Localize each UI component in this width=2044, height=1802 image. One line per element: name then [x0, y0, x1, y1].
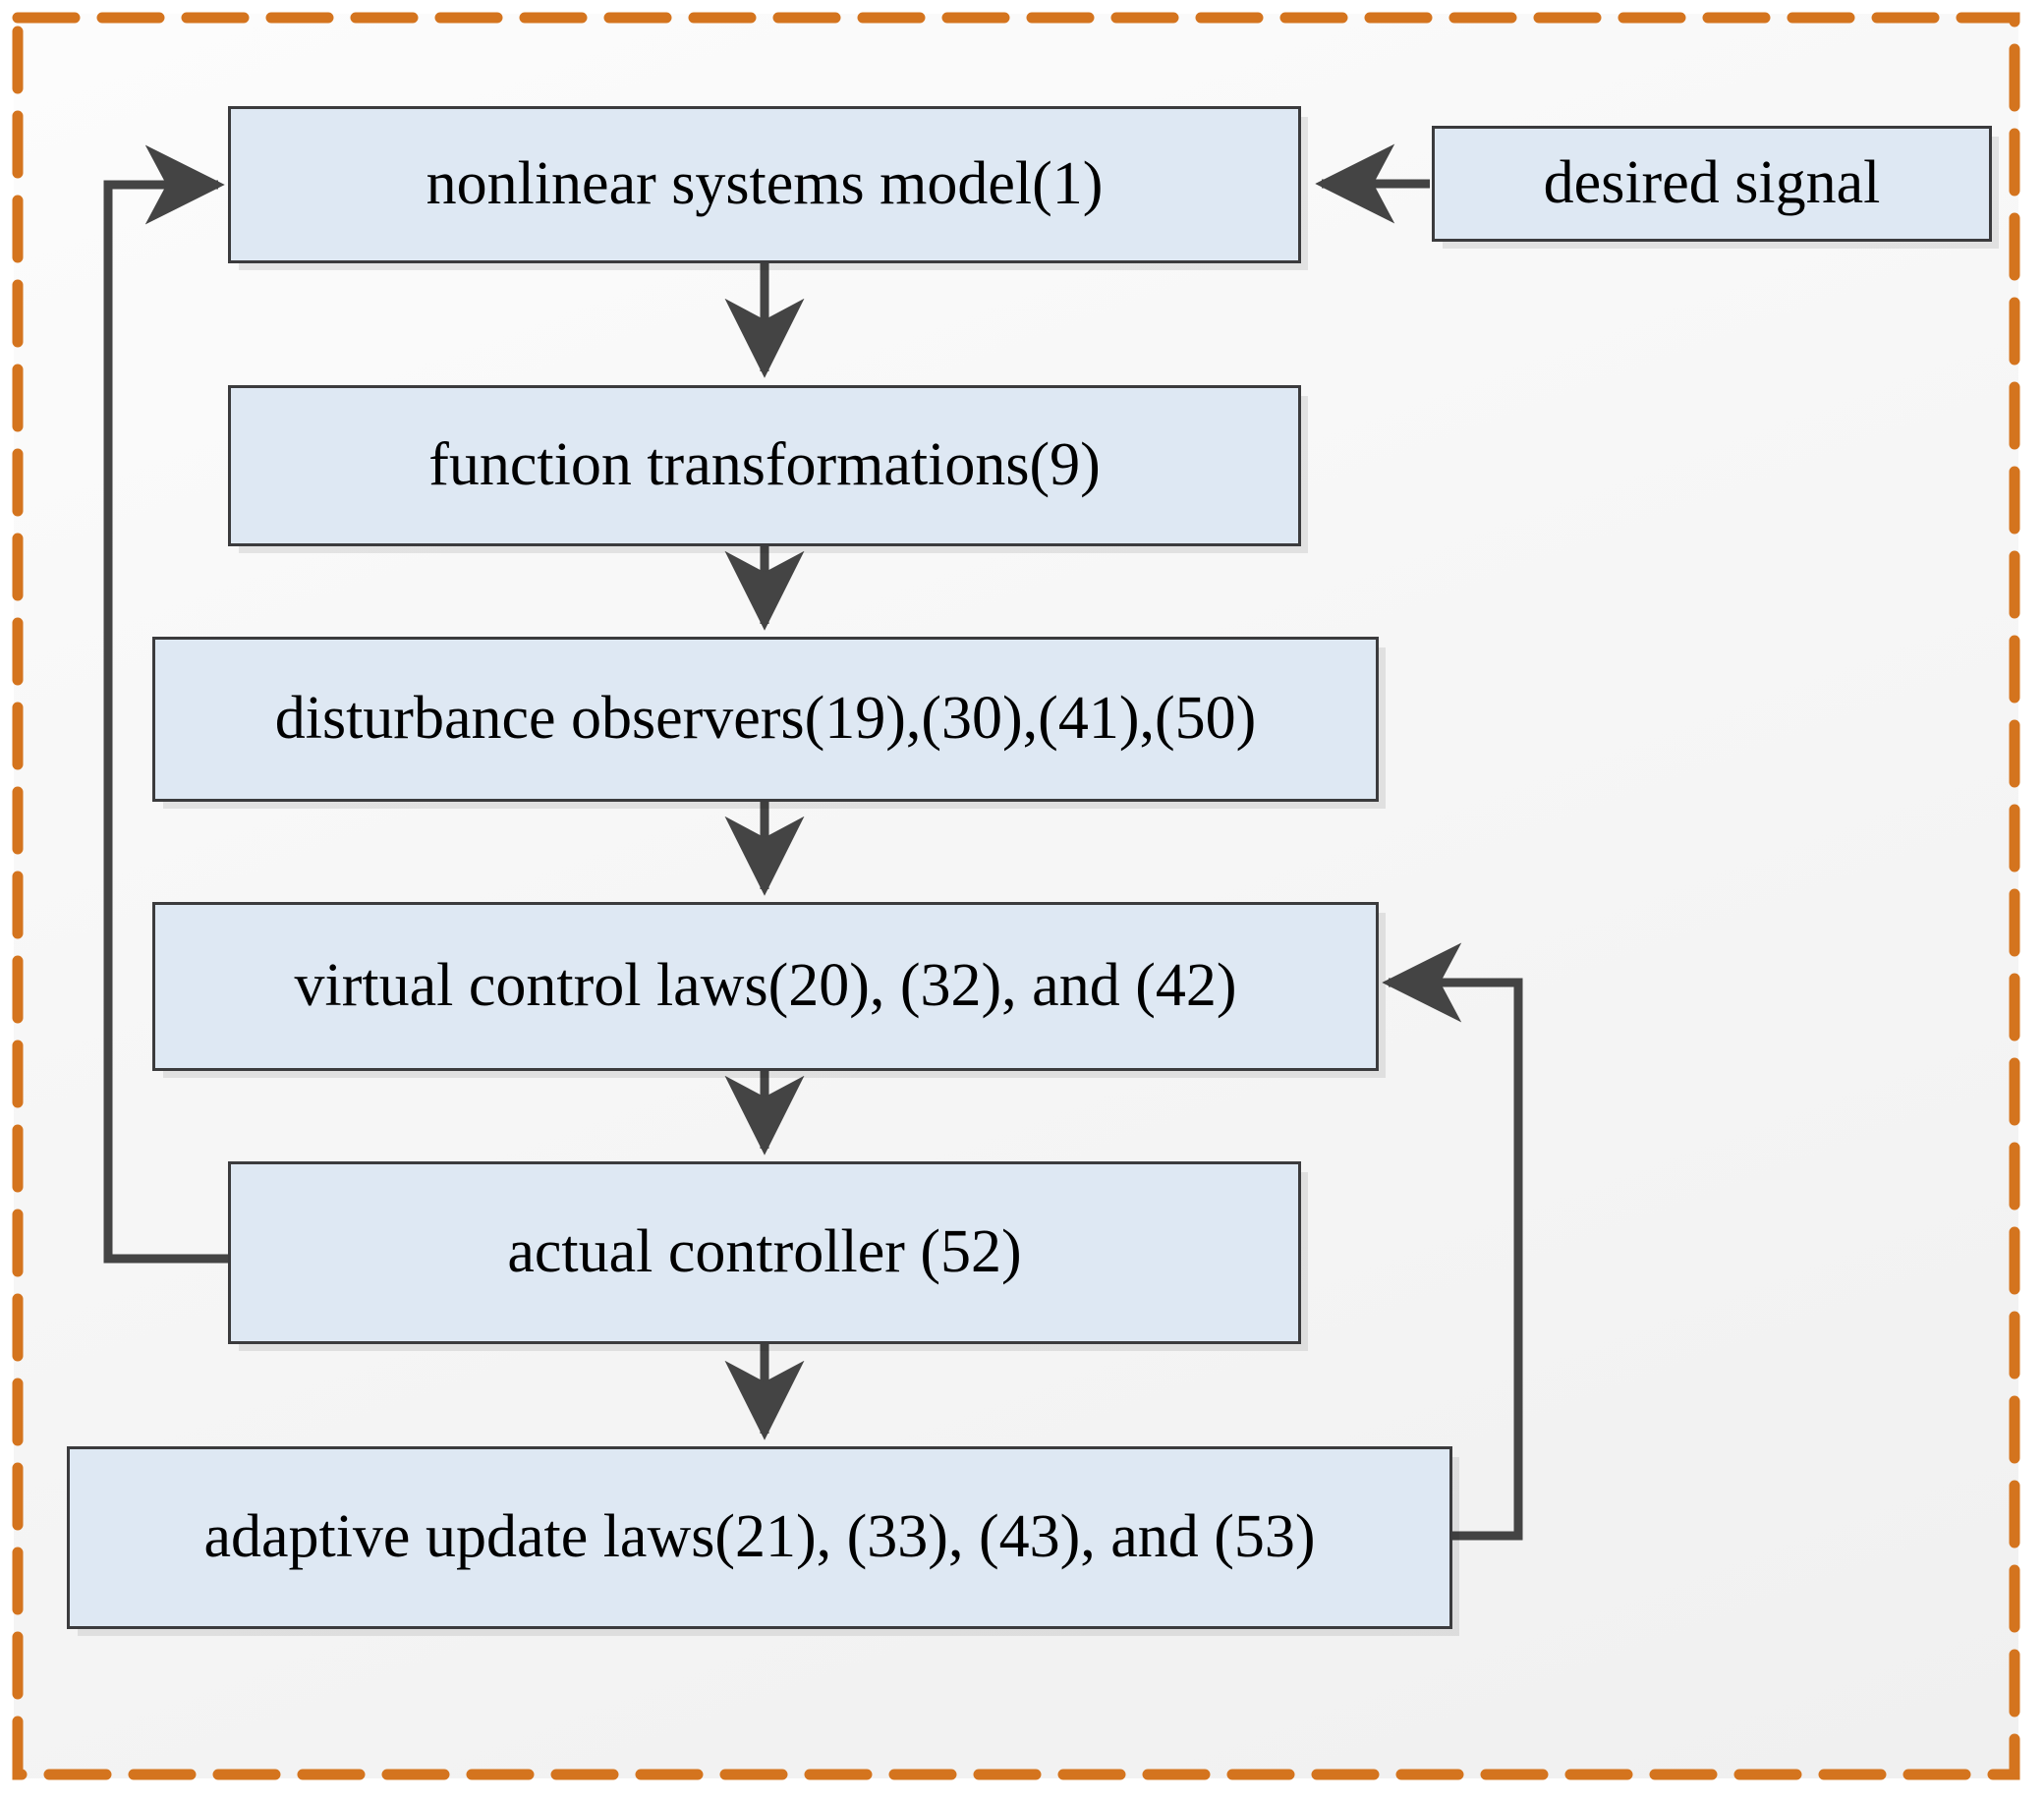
node-label-virtual-control-laws: virtual control laws(20), (32), and (42) [294, 952, 1237, 1020]
node-adaptive-update-laws[interactable]: adaptive update laws(21), (33), (43), an… [67, 1446, 1452, 1629]
node-label-adaptive-update-laws: adaptive update laws(21), (33), (43), an… [203, 1503, 1316, 1571]
node-nonlinear-systems-model[interactable]: nonlinear systems model(1) [228, 106, 1301, 263]
node-function-transformations[interactable]: function transformations(9) [228, 385, 1301, 546]
node-desired-signal[interactable]: desired signal [1432, 126, 1992, 242]
node-label-disturbance-observers: disturbance observers(19),(30),(41),(50) [274, 685, 1257, 753]
node-actual-controller[interactable]: actual controller (52) [228, 1161, 1301, 1344]
node-label-nonlinear-systems-model: nonlinear systems model(1) [426, 150, 1104, 218]
node-label-function-transformations: function transformations(9) [428, 431, 1101, 499]
node-disturbance-observers[interactable]: disturbance observers(19),(30),(41),(50) [152, 637, 1379, 802]
node-virtual-control-laws[interactable]: virtual control laws(20), (32), and (42) [152, 902, 1379, 1071]
node-label-desired-signal: desired signal [1543, 149, 1881, 217]
node-label-actual-controller: actual controller (52) [507, 1218, 1022, 1286]
